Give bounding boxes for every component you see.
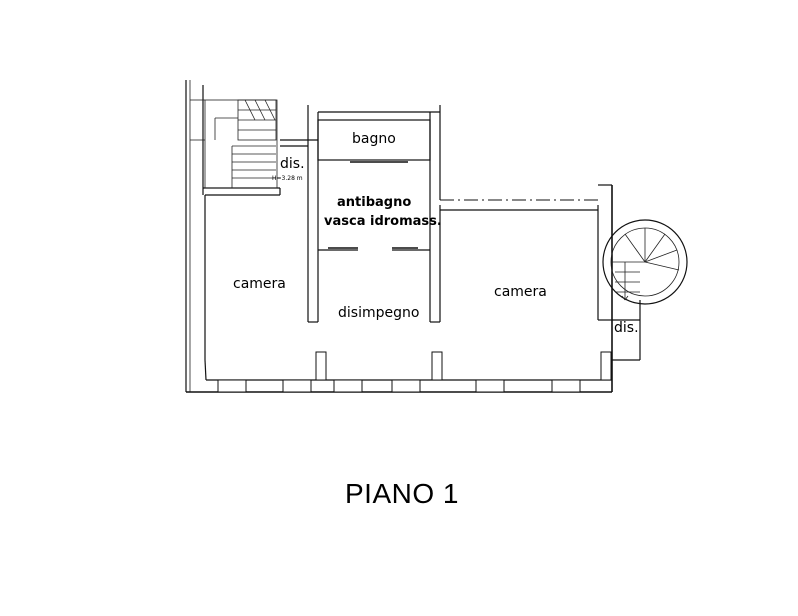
label-vasca: vasca idromass.	[324, 214, 442, 229]
label-disimpegno: disimpegno	[338, 305, 419, 321]
label-bagno: bagno	[352, 131, 396, 147]
label-dis-top: dis.	[280, 156, 305, 172]
floor-title: PIANO 1	[345, 478, 459, 509]
label-camera-right: camera	[494, 284, 547, 300]
label-dis-right: dis.	[614, 320, 639, 336]
spiral-staircase	[602, 219, 688, 305]
label-camera-left: camera	[233, 276, 286, 292]
label-antibagno: antibagno	[337, 195, 411, 210]
outer-walls	[185, 80, 641, 393]
staircase-left	[190, 99, 278, 189]
label-height: H=3.28 m	[272, 175, 303, 182]
